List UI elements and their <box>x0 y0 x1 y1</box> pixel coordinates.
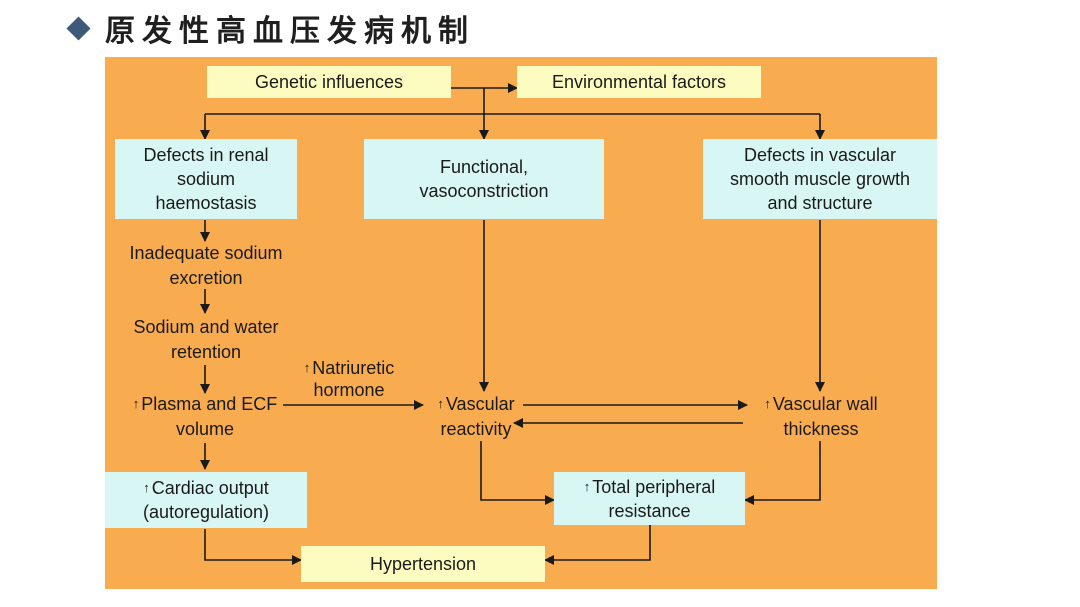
cardiac-output-box: ↑Cardiac output (autoregulation) <box>105 472 307 528</box>
total-peripheral-resistance-box: ↑Total peripheral resistance <box>554 472 745 525</box>
up-arrow-icon: ↑ <box>764 396 771 411</box>
up-arrow-icon: ↑ <box>132 396 140 411</box>
vascular-wall-thickness-label: ↑Vascular wall thickness <box>751 391 891 442</box>
hypertension-box: Hypertension <box>301 546 545 582</box>
natriuretic-hormone-text: Natriuretic hormone <box>312 358 395 400</box>
page-title: 原发性高血压发病机制 <box>105 14 475 49</box>
vascular-wall-thickness-text: Vascular wall thickness <box>772 394 878 439</box>
up-arrow-icon: ↑ <box>303 360 311 375</box>
diamond-bullet-icon <box>66 15 91 41</box>
up-arrow-icon: ↑ <box>143 480 150 495</box>
genetic-influences-box: Genetic influences <box>207 66 451 98</box>
header: 原发性高血压发病机制 <box>62 8 475 49</box>
vascular-smooth-muscle-defects-box: Defects in vascular smooth muscle growth… <box>703 139 937 219</box>
vascular-reactivity-text: Vascular reactivity <box>440 394 515 439</box>
inadequate-sodium-excretion-label: Inadequate sodium excretion <box>129 243 283 288</box>
up-arrow-icon: ↑ <box>583 478 591 494</box>
environmental-factors-box: Environmental factors <box>517 66 761 98</box>
plasma-ecf-volume-label: ↑Plasma and ECF volume <box>113 391 297 442</box>
flowchart: Genetic influences Environmental factors… <box>105 57 937 589</box>
total-peripheral-resistance-text: Total peripheral resistance <box>592 476 716 521</box>
functional-vasoconstriction-box: Functional, vasoconstriction <box>364 139 604 219</box>
vascular-reactivity-label: ↑Vascular reactivity <box>427 391 525 442</box>
cardiac-output-text: Cardiac output (autoregulation) <box>142 478 270 522</box>
sodium-water-retention-label: Sodium and water retention <box>133 317 279 362</box>
connector-arrows <box>200 83 825 565</box>
renal-sodium-defects-box: Defects in renal sodium haemostasis <box>115 139 297 219</box>
up-arrow-icon: ↑ <box>437 396 444 411</box>
plasma-ecf-volume-text: Plasma and ECF volume <box>141 394 278 439</box>
natriuretic-hormone-label: ↑Natriuretic hormone <box>289 357 409 401</box>
